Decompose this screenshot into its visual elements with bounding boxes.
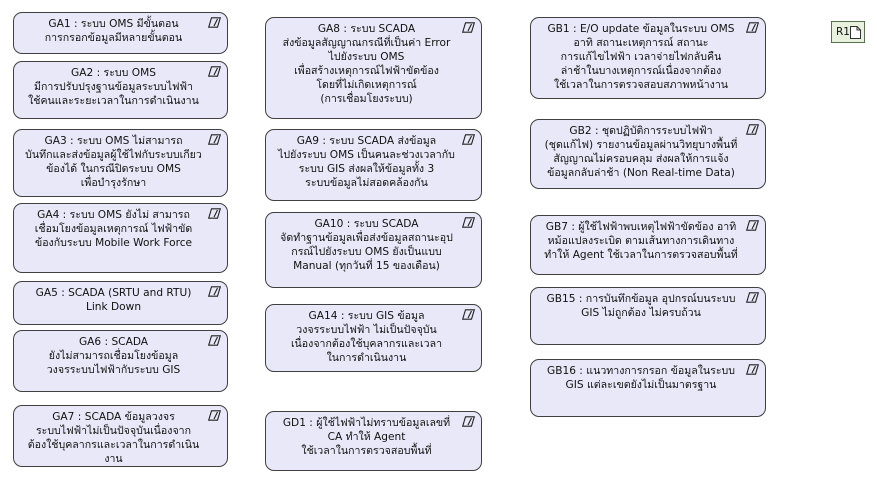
parallelogram-icon	[208, 208, 221, 219]
goal-text: GB1 : E/O update ข้อมูลในระบบ OMS อาทิ ส…	[547, 23, 735, 91]
parallelogram-icon	[208, 66, 221, 77]
goal-text: GA2 : ระบบ OMS มีการปรับปรุงฐานข้อมูลระบ…	[28, 67, 199, 107]
goal-ga4[interactable]: GA4 : ระบบ OMS ยังไม่ สามารถ เชื่อมโยงข้…	[13, 203, 228, 273]
goal-text: GA6 : SCADA ยังไม่สามารถเชื่อมโยงข้อมูล …	[46, 336, 181, 376]
goal-text: GA3 : ระบบ OMS ไม่สามารถ บันทึกและส่งข้อ…	[25, 135, 202, 189]
goal-gb2[interactable]: GB2 : ชุดปฏิบัติการระบบไฟฟ้า (ชุดแก้ไฟ) …	[530, 119, 766, 189]
parallelogram-icon	[208, 17, 221, 28]
parallelogram-icon	[208, 410, 221, 421]
goal-text: GA10 : ระบบ SCADA จัดทำฐานข้อมูลเพื่อส่ง…	[280, 218, 453, 272]
parallelogram-icon	[462, 217, 475, 228]
goal-ga6[interactable]: GA6 : SCADA ยังไม่สามารถเชื่อมโยงข้อมูล …	[13, 330, 228, 392]
goal-gb16[interactable]: GB16 : แนวทางการกรอก ข้อมูลในระบบ GIS แต…	[530, 359, 766, 417]
goal-text: GA1 : ระบบ OMS มีขั้นตอน การกรอกข้อมูลมี…	[44, 18, 183, 44]
goal-text: GA4 : ระบบ OMS ยังไม่ สามารถ เชื่อมโยงข้…	[34, 209, 193, 249]
goal-text: GA9 : ระบบ SCADA ส่งข้อมูล ไปยังระบบ OMS…	[278, 135, 455, 189]
goal-ga9[interactable]: GA9 : ระบบ SCADA ส่งข้อมูล ไปยังระบบ OMS…	[265, 129, 482, 201]
goal-gb1[interactable]: GB1 : E/O update ข้อมูลในระบบ OMS อาทิ ส…	[530, 17, 766, 99]
goal-text: GB2 : ชุดปฏิบัติการระบบไฟฟ้า (ชุดแก้ไฟ) …	[544, 125, 738, 179]
goal-text: GA8 : ระบบ SCADA ส่งข้อมูลสัญญาณกรณีที่เ…	[282, 23, 451, 105]
parallelogram-icon	[746, 364, 759, 375]
parallelogram-icon	[746, 220, 759, 231]
goal-gb7[interactable]: GB7 : ผู้ใช้ไฟฟ้าพบเหตุไฟฟ้าขัดข้อง อาทิ…	[530, 215, 766, 275]
parallelogram-icon	[462, 22, 475, 33]
parallelogram-icon	[746, 22, 759, 33]
document-icon	[850, 26, 861, 39]
goal-ga2[interactable]: GA2 : ระบบ OMS มีการปรับปรุงฐานข้อมูลระบ…	[13, 61, 228, 119]
goal-ga7[interactable]: GA7 : SCADA ข้อมูลวงจร ระบบไฟฟ้าไม่เป็นป…	[13, 405, 228, 467]
goal-ga5[interactable]: GA5 : SCADA (SRTU and RTU) Link Down	[13, 281, 228, 325]
requirement-label: R1	[836, 26, 850, 38]
parallelogram-icon	[746, 124, 759, 135]
goal-text: GA5 : SCADA (SRTU and RTU) Link Down	[35, 287, 192, 313]
requirement-r1[interactable]: R1	[831, 21, 865, 43]
parallelogram-icon	[462, 309, 475, 320]
goal-text: GB15 : การบันทึกข้อมูล อุปกรณ์บนระบบ GIS…	[546, 293, 736, 319]
goal-ga1[interactable]: GA1 : ระบบ OMS มีขั้นตอน การกรอกข้อมูลมี…	[13, 12, 228, 54]
goal-gb15[interactable]: GB15 : การบันทึกข้อมูล อุปกรณ์บนระบบ GIS…	[530, 287, 766, 345]
parallelogram-icon	[462, 134, 475, 145]
goal-text: GA14 : ระบบ GIS ข้อมูล วงจรระบบไฟฟ้า ไม่…	[290, 310, 443, 364]
goal-ga14[interactable]: GA14 : ระบบ GIS ข้อมูล วงจรระบบไฟฟ้า ไม่…	[265, 304, 482, 372]
goal-gd1[interactable]: GD1 : ผู้ใช้ไฟฟ้าไม่ทราบข้อมูลเลขที่ CA …	[265, 411, 482, 471]
parallelogram-icon	[208, 335, 221, 346]
parallelogram-icon	[208, 286, 221, 297]
goal-text: GB16 : แนวทางการกรอก ข้อมูลในระบบ GIS แต…	[546, 365, 735, 391]
parallelogram-icon	[208, 134, 221, 145]
goal-ga10[interactable]: GA10 : ระบบ SCADA จัดทำฐานข้อมูลเพื่อส่ง…	[265, 212, 482, 288]
goal-text: GD1 : ผู้ใช้ไฟฟ้าไม่ทราบข้อมูลเลขที่ CA …	[282, 417, 451, 457]
goal-text: GB7 : ผู้ใช้ไฟฟ้าพบเหตุไฟฟ้าขัดข้อง อาทิ…	[544, 221, 738, 261]
parallelogram-icon	[462, 416, 475, 427]
parallelogram-icon	[746, 292, 759, 303]
goal-ga8[interactable]: GA8 : ระบบ SCADA ส่งข้อมูลสัญญาณกรณีที่เ…	[265, 17, 482, 119]
goal-ga3[interactable]: GA3 : ระบบ OMS ไม่สามารถ บันทึกและส่งข้อ…	[13, 129, 228, 197]
goal-text: GA7 : SCADA ข้อมูลวงจร ระบบไฟฟ้าไม่เป็นป…	[27, 411, 200, 465]
